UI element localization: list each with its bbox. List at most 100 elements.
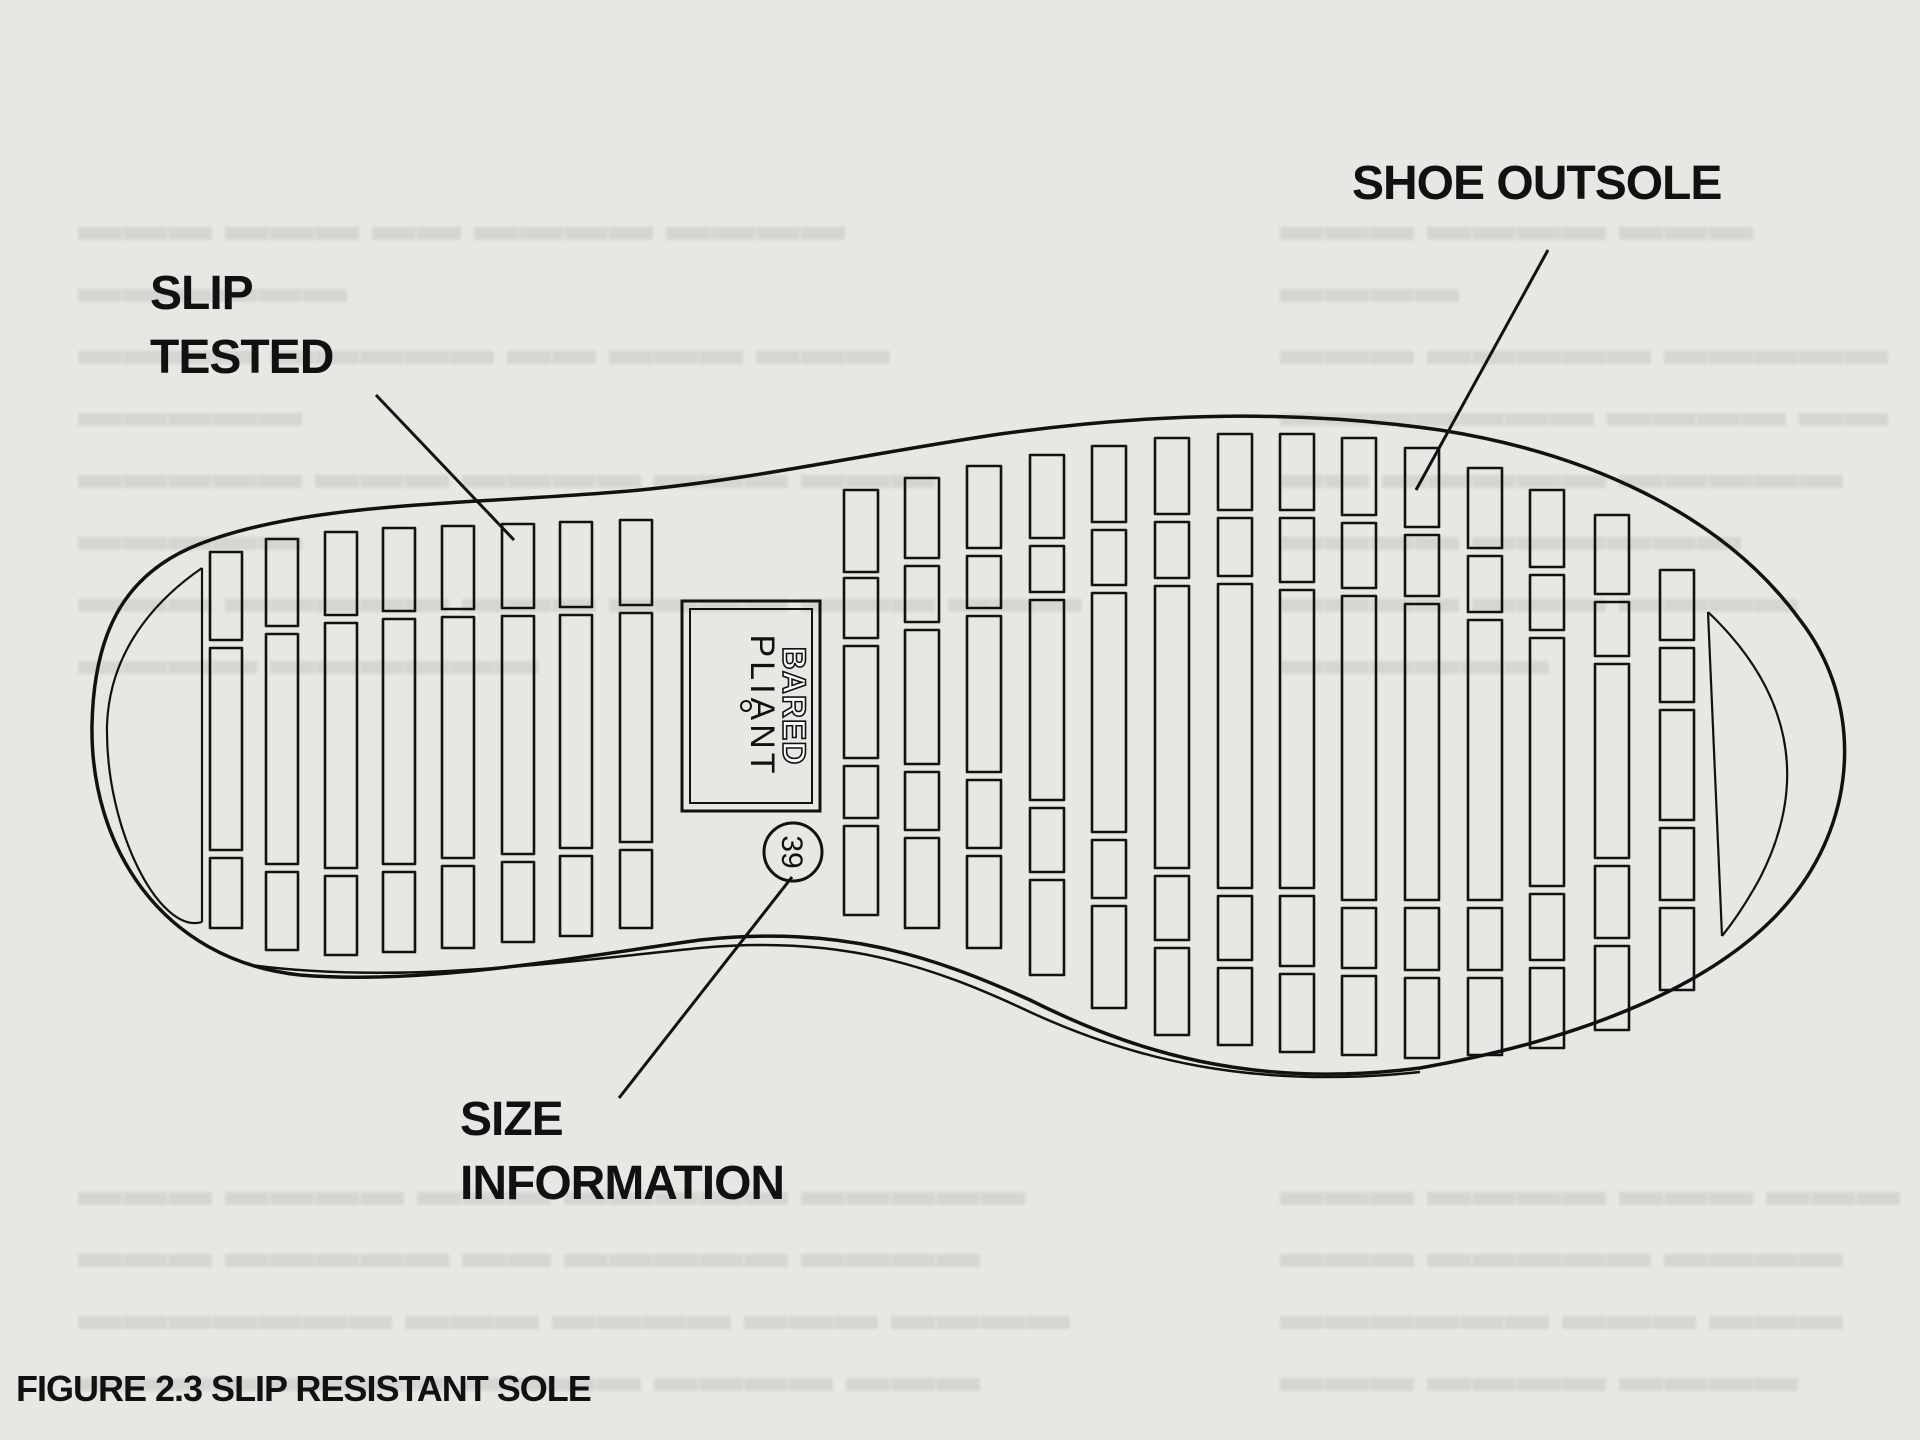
tread-bar <box>1216 894 1254 962</box>
tread-bar <box>1593 513 1631 596</box>
tread-bar <box>1528 636 1566 888</box>
tread-bar <box>1340 906 1378 970</box>
tread-bar <box>842 764 880 820</box>
tread-bar <box>1593 662 1631 860</box>
tread-bar <box>903 836 941 930</box>
tread-bar <box>1528 892 1566 962</box>
tread-bar <box>264 632 300 866</box>
tread-bar <box>1593 944 1631 1032</box>
background-text-block: ▬▬▬ ▬▬▬▬ ▬▬▬ ▬▬▬ ▬▬▬ ▬▬▬▬▬ ▬▬▬▬ ▬▬▬▬▬▬ ▬… <box>1280 1166 1901 1401</box>
tread-bar <box>1466 554 1504 614</box>
tread-bar <box>1090 444 1128 524</box>
tread-bar <box>1658 646 1696 704</box>
tread-bar <box>1216 432 1254 512</box>
sole-edge <box>249 943 1421 1079</box>
label-slip-tested: SLIP TESTED <box>150 262 334 390</box>
tread-bar <box>1028 598 1066 802</box>
tread-bar <box>1216 516 1254 578</box>
tread-bar <box>618 518 654 607</box>
tread-bar <box>1153 874 1191 942</box>
tread-bar <box>1528 573 1566 632</box>
tread-bar <box>440 864 476 950</box>
tread-bar <box>1216 582 1254 890</box>
tread-bar <box>1153 584 1191 870</box>
tread-bar <box>381 870 417 954</box>
tread-bar <box>903 628 941 766</box>
brand-top-text: BARED <box>776 647 812 766</box>
leader-line-shoe-outsole <box>1414 249 1550 491</box>
tread-bar <box>1528 966 1566 1050</box>
sole-inner-rim <box>105 567 1789 937</box>
tread-bar <box>1090 904 1128 1010</box>
tread-bar <box>1153 436 1191 516</box>
tread-bar <box>842 644 880 760</box>
tread-bar <box>965 778 1003 850</box>
tread-bar <box>842 824 880 917</box>
tread-bar <box>1278 516 1316 584</box>
tread-bar <box>1278 432 1316 512</box>
tread-bar <box>558 613 594 850</box>
tread-bar <box>1403 602 1441 902</box>
tread-bar <box>1153 946 1191 1037</box>
tread-bar <box>1528 488 1566 569</box>
figure-caption: FIGURE 2.3 SLIP RESISTANT SOLE <box>16 1368 592 1409</box>
tread-bar <box>1340 594 1378 902</box>
tread-bar <box>1216 966 1254 1047</box>
tread-bar <box>323 621 359 870</box>
tread-bar <box>903 476 941 560</box>
sole-outline <box>90 414 1847 1076</box>
tread-bar <box>618 848 654 930</box>
tread-bar <box>1658 708 1696 822</box>
tread-bar <box>500 522 536 610</box>
tread-bar <box>1340 521 1378 590</box>
brand-bottom-text: PLIANT <box>743 634 781 777</box>
tread-bar <box>1278 894 1316 968</box>
tread-bar <box>965 554 1003 610</box>
leader-line-slip-tested <box>374 393 516 542</box>
tread-bar <box>264 870 300 952</box>
tread-bar <box>1658 568 1696 642</box>
toe-rim <box>1706 611 1724 937</box>
brand-divider-dot <box>740 700 752 712</box>
tread-bar <box>903 564 941 624</box>
label-slip-tested-line2: TESTED <box>150 331 334 384</box>
label-slip-tested-line1: SLIP <box>150 267 254 320</box>
tread-bar <box>618 611 654 844</box>
tread-bar <box>558 854 594 938</box>
label-size-information-line2: INFORMATION <box>460 1157 785 1210</box>
tread-bar <box>440 524 476 611</box>
tread-bar <box>1278 588 1316 890</box>
label-shoe-outsole: SHOE OUTSOLE <box>1352 157 1722 210</box>
tread-bar <box>965 854 1003 950</box>
tread-bar <box>965 464 1003 550</box>
brand-logo: PLIANT BARED <box>680 599 822 813</box>
size-badge: 39 <box>762 821 824 883</box>
leader-line-size-information <box>617 876 794 1099</box>
tread-bar <box>1658 906 1696 992</box>
background-text-block: ▬▬▬ ▬▬▬▬ ▬▬▬ ▬▬▬▬▬ ▬▬▬▬▬ ▬▬▬ ▬▬▬▬▬ ▬▬ ▬▬… <box>78 1166 1071 1401</box>
tread-bar <box>1658 826 1696 902</box>
tread-bar <box>1028 453 1066 540</box>
tread-bar <box>1593 600 1631 658</box>
tread-bar <box>264 537 300 628</box>
tread-bar <box>208 646 244 852</box>
tread-bar <box>1090 838 1128 900</box>
tread-bar <box>1466 976 1504 1057</box>
tread-bar <box>1403 533 1441 598</box>
tread-bar <box>1403 906 1441 972</box>
tread-bar <box>558 520 594 609</box>
tread-bar <box>1028 806 1066 874</box>
tread-bar <box>1153 520 1191 580</box>
tread-bar <box>208 856 244 930</box>
tread-bar <box>1466 906 1504 972</box>
tread-bar <box>208 550 244 642</box>
tread-pattern <box>208 432 1696 1060</box>
tread-bar <box>323 530 359 617</box>
tread-bar <box>1403 976 1441 1060</box>
background-text-block: ▬▬▬ ▬▬▬ ▬▬ ▬▬▬▬ ▬▬▬▬ ▬▬▬▬▬▬ ▬▬▬▬ ▬▬▬▬▬ ▬… <box>78 201 1083 684</box>
tread-bar <box>1340 974 1378 1057</box>
tread-bar <box>1340 436 1378 517</box>
tread-bar <box>1593 864 1631 940</box>
tread-bar <box>1028 544 1066 594</box>
